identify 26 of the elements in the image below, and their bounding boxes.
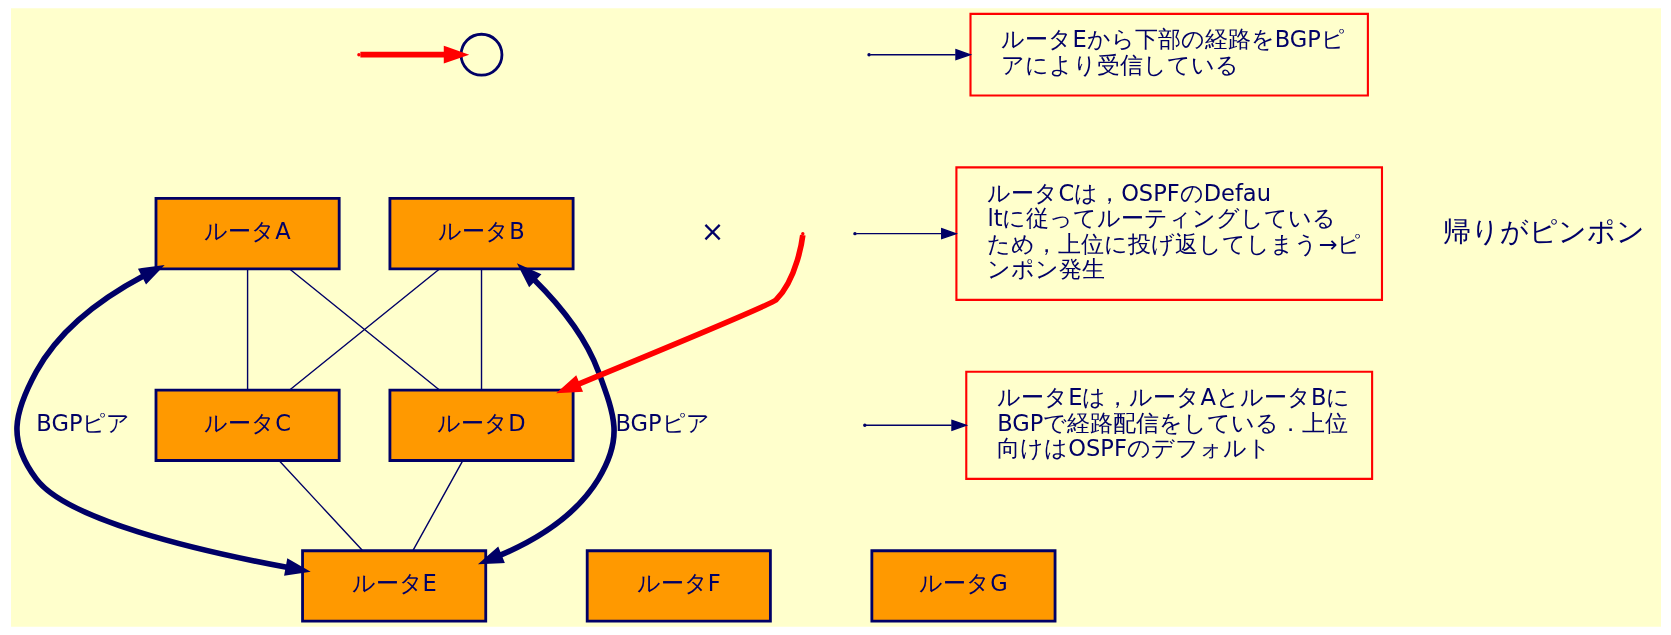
arrow [864, 419, 968, 432]
edge-label: BGPピア [615, 409, 710, 436]
node-circle [459, 32, 503, 77]
node-box: ルータB [388, 197, 574, 271]
arrow [477, 263, 617, 565]
node-box: ルータG [869, 549, 1056, 623]
connector [277, 459, 363, 551]
node-box: ルータD [388, 388, 574, 462]
label: 帰りがピンポン [1442, 214, 1645, 248]
node-box: ルータEから下部の経路をBGPピアにより受信している [968, 12, 1369, 97]
node-box: ルータCは，OSPFのDefaultに従ってルーティングしているため，上位に投げ返してしまう→ピンポン発生 [954, 166, 1383, 301]
arrow [555, 234, 806, 394]
arrow [13, 265, 311, 576]
node-box: ルータE [300, 549, 487, 623]
connector [480, 268, 482, 391]
node-box: ルータF [585, 549, 772, 623]
arrow [869, 48, 972, 61]
node-box: ルータA [154, 197, 341, 271]
edge-label: BGPピア [35, 409, 130, 436]
connector [246, 268, 248, 391]
arrow [359, 45, 469, 64]
node-box: ルータC [154, 388, 341, 462]
connector [288, 268, 440, 391]
node-box: ルータEは，ルータAとルータBにBGPで経路配信をしている．上位向けはOSPFのデフォルト [964, 370, 1373, 480]
connector [411, 459, 463, 551]
label: × [700, 214, 724, 248]
